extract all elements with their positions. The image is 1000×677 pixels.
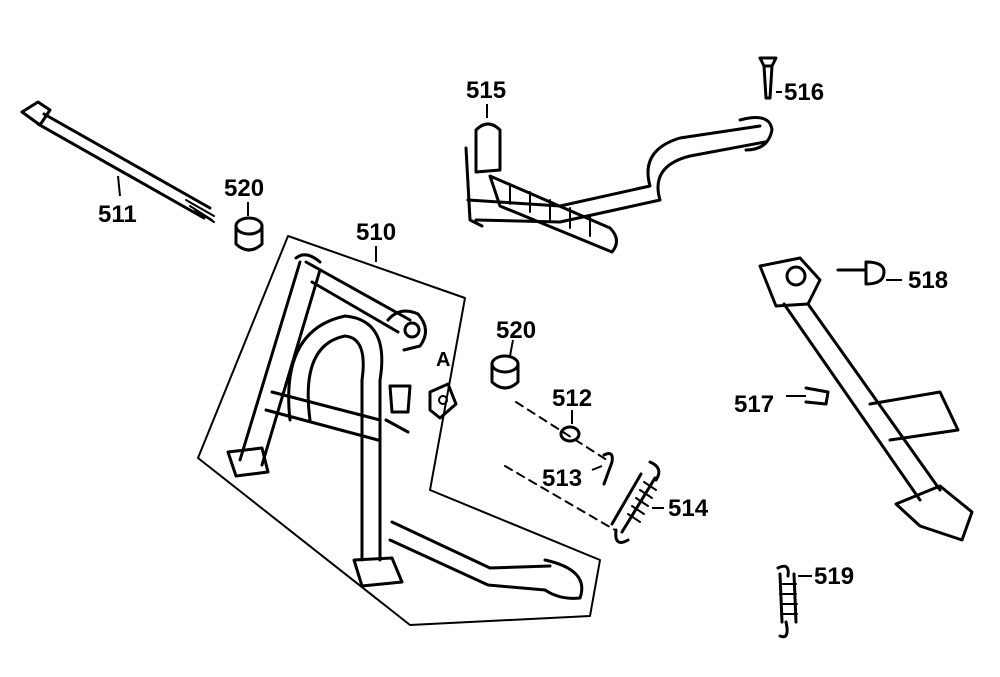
part-510-main-stand (197, 235, 601, 626)
part-511-axle (20, 100, 215, 223)
label-515: 515 (466, 77, 506, 104)
label-518: 518 (908, 267, 948, 294)
part-514-spring (504, 460, 664, 544)
part-517-side-stand (758, 256, 974, 542)
label-513: 513 (542, 465, 582, 492)
label-520-upper: 520 (224, 175, 264, 202)
label-520-lower: 520 (496, 317, 536, 344)
label-512: 512 (552, 385, 592, 412)
label-511: 511 (98, 201, 137, 228)
part-518-bolt (836, 260, 902, 286)
part-515-kick-lever (464, 104, 774, 254)
detail-a-clip (428, 382, 458, 420)
label-514: 514 (668, 495, 709, 522)
part-520-bushing-upper (234, 202, 264, 252)
part-516-bolt (758, 56, 782, 100)
label-516: 516 (784, 79, 824, 106)
label-517: 517 (734, 391, 774, 418)
label-detail-a: A (436, 349, 450, 371)
part-512-washer (559, 410, 581, 443)
label-519: 519 (814, 563, 854, 590)
label-510: 510 (356, 219, 396, 246)
part-519-spring (776, 564, 812, 639)
part-513-cotter-pin (591, 452, 614, 486)
part-520-bushing-lower (490, 339, 611, 463)
